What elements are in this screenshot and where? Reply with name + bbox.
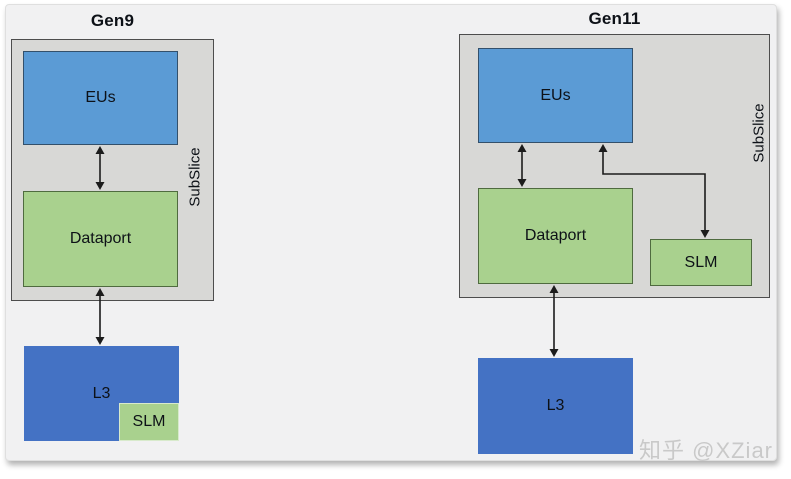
diagram-panel: Gen9 EUs Dataport SubSlice L3 SLM Gen11 …	[5, 4, 777, 463]
gen11-dataport-label: Dataport	[524, 227, 587, 244]
gen9-slm-label: SLM	[132, 413, 166, 430]
gen11-slm-block: SLM	[650, 239, 752, 286]
gen11-l3-block: L3	[478, 358, 633, 454]
gen11-eus-block: EUs	[478, 48, 633, 143]
gen9-title: Gen9	[90, 11, 135, 30]
zhihu-watermark: 知乎 @XZiar	[639, 438, 774, 463]
gen9-subslice-label: SubSlice	[186, 147, 204, 207]
gen11-eus-label: EUs	[540, 86, 571, 104]
gen9-eus-block: EUs	[23, 51, 178, 145]
gen9-l3-label: L3	[92, 384, 111, 402]
gen9-eus-label: EUs	[85, 89, 116, 106]
gen9-dataport-label: Dataport	[69, 230, 132, 247]
gen9-dataport-block: Dataport	[23, 191, 178, 287]
gen11-l3-label: L3	[546, 397, 565, 414]
gen9-l3-block: L3 SLM	[24, 346, 179, 441]
gen9-slm-block: SLM	[119, 403, 179, 441]
gen11-subslice-label: SubSlice	[750, 103, 768, 163]
gen11-dataport-block: Dataport	[478, 188, 633, 284]
gen11-title: Gen11	[588, 9, 641, 28]
gen11-slm-label: SLM	[684, 253, 718, 271]
